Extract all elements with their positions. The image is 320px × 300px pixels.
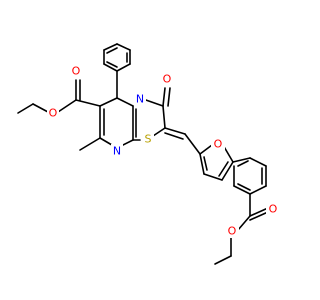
oxygen-atom-label: O [72, 65, 81, 78]
bond [199, 153, 205, 175]
bond [106, 47, 118, 54]
bond [233, 185, 251, 195]
nitrogen-atom-label: N [113, 145, 121, 158]
molecule-structure: O O O N N S O O O [17, 43, 280, 265]
bond [162, 105, 166, 129]
nitrogen-atom-label: N [136, 93, 144, 106]
bond [249, 207, 269, 217]
bond [249, 185, 267, 195]
bond [116, 97, 134, 107]
bond [103, 43, 118, 51]
benzoate-ring [232, 157, 267, 195]
bond [79, 137, 101, 151]
methylidene-linker [164, 127, 201, 155]
bond [17, 103, 34, 114]
bond [218, 161, 229, 177]
atom-labels: O O O N N S O O O [47, 64, 280, 238]
label-bg [70, 64, 82, 78]
bond [57, 99, 77, 113]
bond [199, 144, 213, 155]
bond [32, 103, 49, 113]
bond [214, 255, 232, 265]
bond [99, 97, 118, 107]
bond [249, 211, 269, 221]
bond [164, 132, 184, 140]
sulfur-atom-label: S [145, 133, 152, 146]
bond [116, 63, 131, 72]
fused-ring-core [79, 70, 171, 151]
bond [167, 87, 171, 107]
bond [164, 127, 186, 135]
phenyl-ring [103, 43, 131, 72]
label-bg [142, 132, 154, 146]
bond [162, 87, 166, 107]
bond [237, 160, 249, 167]
label-bg [211, 137, 225, 151]
ethyl-ester-left [17, 79, 101, 114]
oxygen-atom-label: O [228, 225, 237, 238]
bond [152, 127, 166, 137]
bond [116, 43, 131, 51]
label-bg [225, 224, 239, 238]
label-bg [111, 144, 123, 158]
oxygen-atom-label: O [49, 107, 58, 120]
label-bg [134, 92, 146, 106]
structure-canvas: O O O N N S O O O [17, 43, 280, 265]
bond [237, 215, 251, 231]
bond [106, 61, 118, 68]
oxygen-atom-label: O [163, 73, 172, 86]
oxygen-atom-label: O [214, 138, 223, 151]
bond [203, 173, 223, 181]
bond [221, 161, 234, 181]
bond [184, 133, 201, 155]
furan-ring [199, 144, 234, 181]
bond [142, 98, 164, 107]
bond [103, 63, 118, 72]
label-bg [47, 106, 59, 120]
bond [232, 157, 251, 163]
ethyl-ester-right [214, 193, 269, 265]
bond [75, 99, 101, 107]
bond [249, 157, 267, 167]
oxygen-atom-label: O [269, 203, 278, 216]
label-bg [160, 72, 174, 86]
label-bg [266, 202, 280, 216]
bond [203, 156, 208, 171]
bond [237, 183, 251, 191]
